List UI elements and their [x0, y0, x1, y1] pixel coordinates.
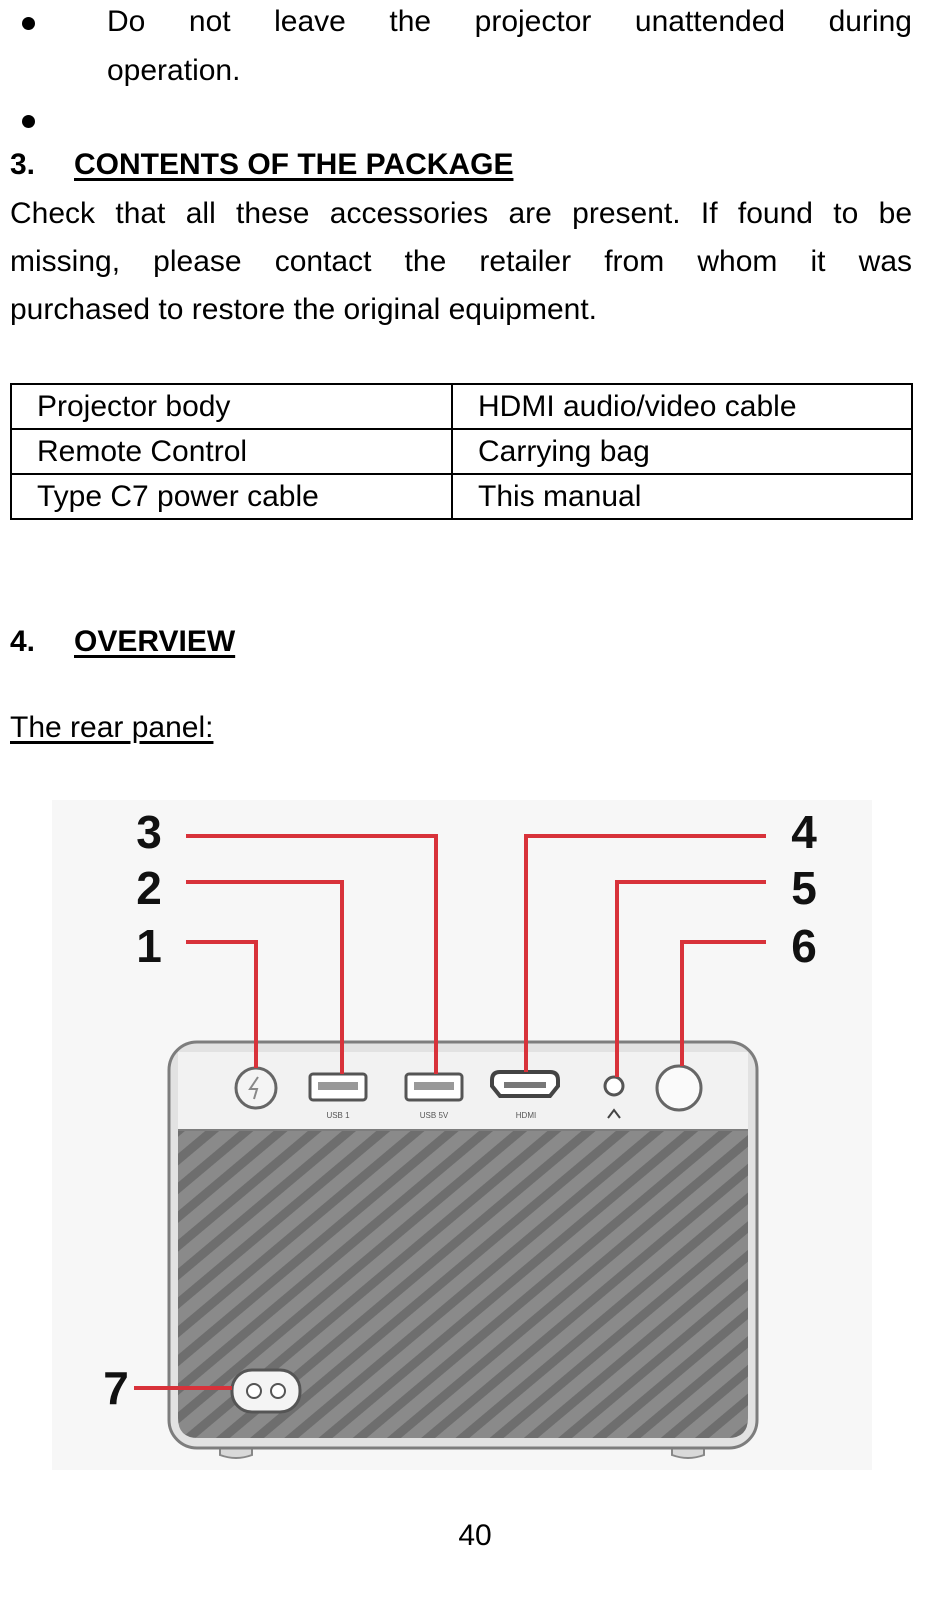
paragraph-line: missing, please contact the retailer fro…	[10, 245, 912, 278]
section-heading: 3. CONTENTS OF THE PACKAGE	[10, 145, 513, 185]
lightning-icon	[248, 1076, 259, 1100]
power-inlet-icon	[230, 1368, 302, 1414]
section-title: CONTENTS OF THE PACKAGE	[74, 148, 514, 181]
audio-jack-icon	[603, 1075, 625, 1097]
callout-number: 2	[136, 862, 162, 914]
paragraph-line: Check that all these accessories are pre…	[10, 197, 912, 230]
callout-number: 6	[791, 920, 817, 972]
callout-line-5	[615, 880, 766, 1077]
section-number: 3.	[10, 148, 36, 181]
headphone-symbol-icon	[607, 1108, 621, 1119]
table-row: Projector body HDMI audio/video cable	[10, 383, 913, 430]
bullet-dot	[22, 17, 35, 30]
bullet-text-line: Do not leave the projector unattended du…	[107, 5, 912, 38]
port-label: HDMI	[516, 1111, 536, 1120]
table-row: Type C7 power cable This manual	[10, 473, 913, 520]
striped-grille	[178, 1130, 748, 1438]
rear-panel-subheading: The rear panel:	[10, 711, 214, 744]
table-cell: This manual	[451, 473, 913, 520]
port-label: USB 5V	[420, 1111, 449, 1120]
bullet-item: Do not leave the projector unattended du…	[0, 0, 950, 95]
callout-line-3	[186, 834, 438, 1074]
bullet-item-empty	[0, 95, 950, 144]
package-contents-table: Projector body HDMI audio/video cable Re…	[10, 383, 913, 520]
section-title: OVERVIEW	[74, 625, 236, 658]
table-row: Remote Control Carrying bag	[10, 428, 913, 475]
paragraph-line: purchased to restore the original equipm…	[10, 293, 598, 326]
table-cell: Carrying bag	[451, 428, 913, 475]
rear-panel-diagram: USB 1 USB 5V HDMI 1 2 3 4 5 6 7	[52, 800, 872, 1470]
callout-lines	[134, 834, 766, 1390]
table-cell: Projector body	[10, 383, 453, 430]
callout-number: 4	[791, 806, 817, 858]
bullet-dot	[22, 115, 35, 128]
port-label: USB 1	[326, 1111, 350, 1120]
callout-line-2	[186, 880, 344, 1074]
bullet-text-line: operation.	[107, 54, 241, 87]
section-paragraph: Check that all these accessories are pre…	[10, 190, 912, 334]
section-heading: 4. OVERVIEW	[10, 622, 235, 662]
callout-number: 1	[136, 920, 162, 972]
table-cell: Remote Control	[10, 428, 453, 475]
callout-line-1	[186, 940, 258, 1068]
callout-number: 3	[136, 806, 162, 858]
table-cell: HDMI audio/video cable	[451, 383, 913, 430]
section-number: 4.	[10, 625, 36, 658]
ir-receiver-icon	[655, 1064, 703, 1112]
page-number: 40	[458, 1519, 492, 1552]
callout-line-6	[680, 940, 766, 1066]
table-cell: Type C7 power cable	[10, 473, 453, 520]
callout-number: 7	[103, 1362, 129, 1414]
callout-number: 5	[791, 862, 817, 914]
callout-line-4	[524, 834, 766, 1072]
